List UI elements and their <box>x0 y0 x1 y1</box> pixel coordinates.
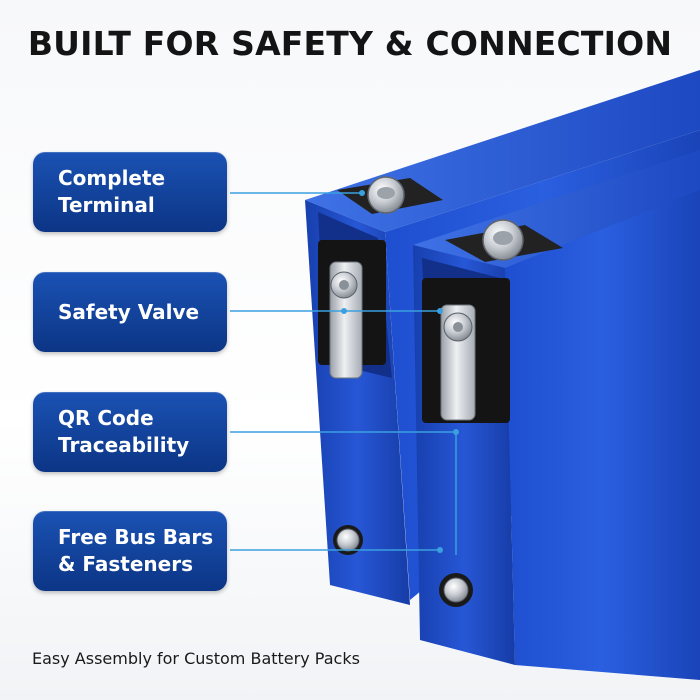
callout-dot-qr <box>453 429 459 435</box>
callout-dot-valve-front <box>437 308 443 314</box>
caption: Easy Assembly for Custom Battery Packs <box>32 649 360 668</box>
label-text: Safety Valve <box>58 299 200 324</box>
callout-dot-valve-back <box>341 308 347 314</box>
label-text: QR Code Traceability <box>58 406 190 457</box>
label-text: Complete Terminal <box>58 166 166 217</box>
label-qr-code-traceability: QR Code Traceability <box>33 392 227 472</box>
callout-dot-terminal <box>359 190 365 196</box>
battery-cell-front <box>413 150 700 680</box>
callout-dot-busbar <box>437 547 443 553</box>
label-text: Free Bus Bars & Fasteners <box>58 525 214 576</box>
label-complete-terminal: Complete Terminal <box>33 152 227 232</box>
headline: BUILT FOR SAFETY & CONNECTION <box>27 24 673 63</box>
label-free-bus-bars: Free Bus Bars & Fasteners <box>33 511 227 591</box>
callout-lines <box>230 192 457 555</box>
label-safety-valve: Safety Valve <box>33 272 227 352</box>
